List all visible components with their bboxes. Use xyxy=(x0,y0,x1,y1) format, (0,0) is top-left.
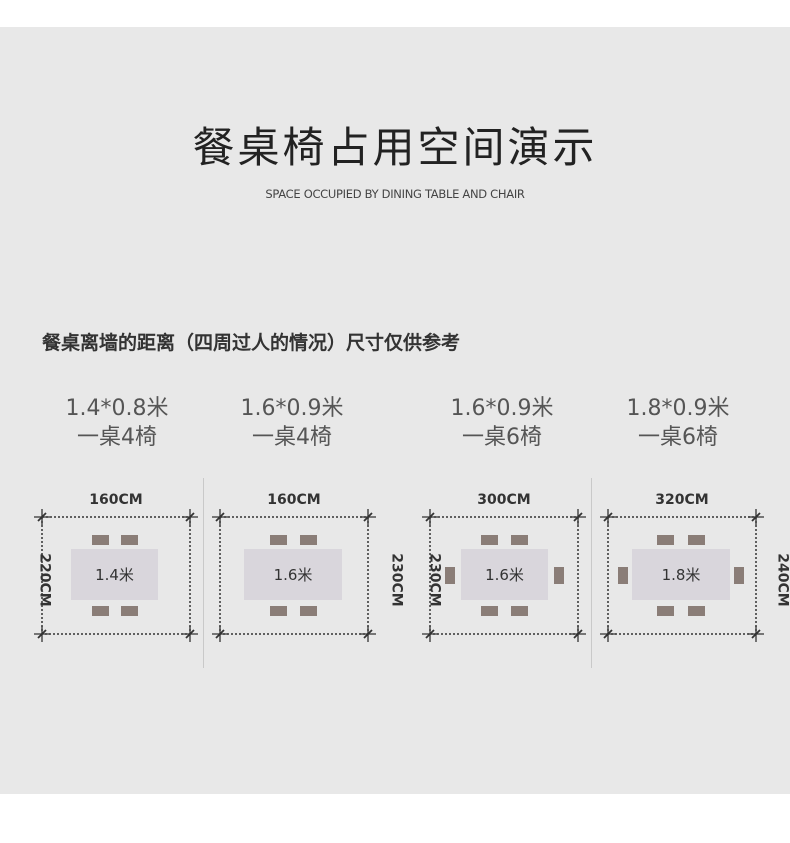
layout-spec-3: 1.6*0.9米 一桌6椅 xyxy=(402,394,602,452)
chair xyxy=(734,567,744,584)
depth-dimension: 240CM xyxy=(774,553,790,607)
page-subtitle: SPACE OCCUPIED BY DINING TABLE AND CHAIR xyxy=(265,187,525,201)
table-size-label: 1.6米 xyxy=(273,566,313,584)
table-size-label: 1.6米 xyxy=(485,566,524,584)
table-size-label: 1.8米 xyxy=(661,566,701,584)
column-divider xyxy=(591,478,592,668)
layout-diagram-3: 300CM 230CM 1.6米 xyxy=(414,490,594,650)
layout-spec-2: 1.6*0.9米 一桌4椅 xyxy=(192,394,392,452)
chair xyxy=(270,535,287,545)
chair xyxy=(300,535,317,545)
chair xyxy=(481,535,498,545)
depth-dimension: 230CM xyxy=(388,553,405,607)
chair xyxy=(618,567,628,584)
clearance-outline xyxy=(212,509,376,642)
layout-seating: 一桌4椅 xyxy=(77,425,157,450)
chair xyxy=(300,606,317,616)
layout-size: 1.8*0.9米 xyxy=(626,396,730,421)
layout-size: 1.6*0.9米 xyxy=(240,396,344,421)
chair xyxy=(445,567,455,584)
chair xyxy=(121,606,138,616)
dining-table: 1.4米 xyxy=(71,549,158,600)
chair xyxy=(688,535,705,545)
chair xyxy=(121,535,138,545)
chair xyxy=(92,606,109,616)
layout-seating: 一桌6椅 xyxy=(462,425,542,450)
depth-dimension: 230CM xyxy=(426,553,443,607)
layout-size: 1.4*0.8米 xyxy=(65,396,169,421)
chair xyxy=(554,567,564,584)
chair xyxy=(481,606,498,616)
clearance-outline xyxy=(600,509,764,642)
layout-diagram-1: 160CM 220CM 1.4米 xyxy=(26,490,206,650)
width-dimension: 160CM xyxy=(89,492,143,508)
chair xyxy=(270,606,287,616)
clearance-outline xyxy=(34,509,198,642)
layout-spec-4: 1.8*0.9米 一桌6椅 xyxy=(578,394,778,452)
table-size-label: 1.4米 xyxy=(95,566,134,584)
dining-table: 1.6米 xyxy=(244,549,342,600)
chair xyxy=(92,535,109,545)
chair xyxy=(688,606,705,616)
layout-spec-1: 1.4*0.8米 一桌4椅 xyxy=(17,394,217,452)
chair xyxy=(657,535,674,545)
layout-seating: 一桌6椅 xyxy=(638,425,718,450)
layout-size: 1.6*0.9米 xyxy=(450,396,554,421)
column-divider xyxy=(203,478,204,668)
clearance-outline xyxy=(422,509,586,642)
page-title: 餐桌椅占用空间演示 xyxy=(192,123,598,172)
dining-table: 1.8米 xyxy=(632,549,730,600)
section-heading: 餐桌离墙的距离（四周过人的情况）尺寸仅供参考 xyxy=(42,332,461,354)
depth-dimension: 220CM xyxy=(36,553,53,607)
chair xyxy=(657,606,674,616)
width-dimension: 320CM xyxy=(655,492,709,508)
layout-seating: 一桌4椅 xyxy=(252,425,332,450)
chair xyxy=(511,606,528,616)
width-dimension: 300CM xyxy=(477,492,531,508)
layout-diagram-4: 320CM 240CM 1.8米 xyxy=(592,490,790,650)
chair xyxy=(511,535,528,545)
content-panel xyxy=(0,27,790,794)
width-dimension: 160CM xyxy=(267,492,321,508)
dining-table: 1.6米 xyxy=(461,549,548,600)
layout-diagram-2: 160CM 230CM 1.6米 xyxy=(204,490,405,650)
